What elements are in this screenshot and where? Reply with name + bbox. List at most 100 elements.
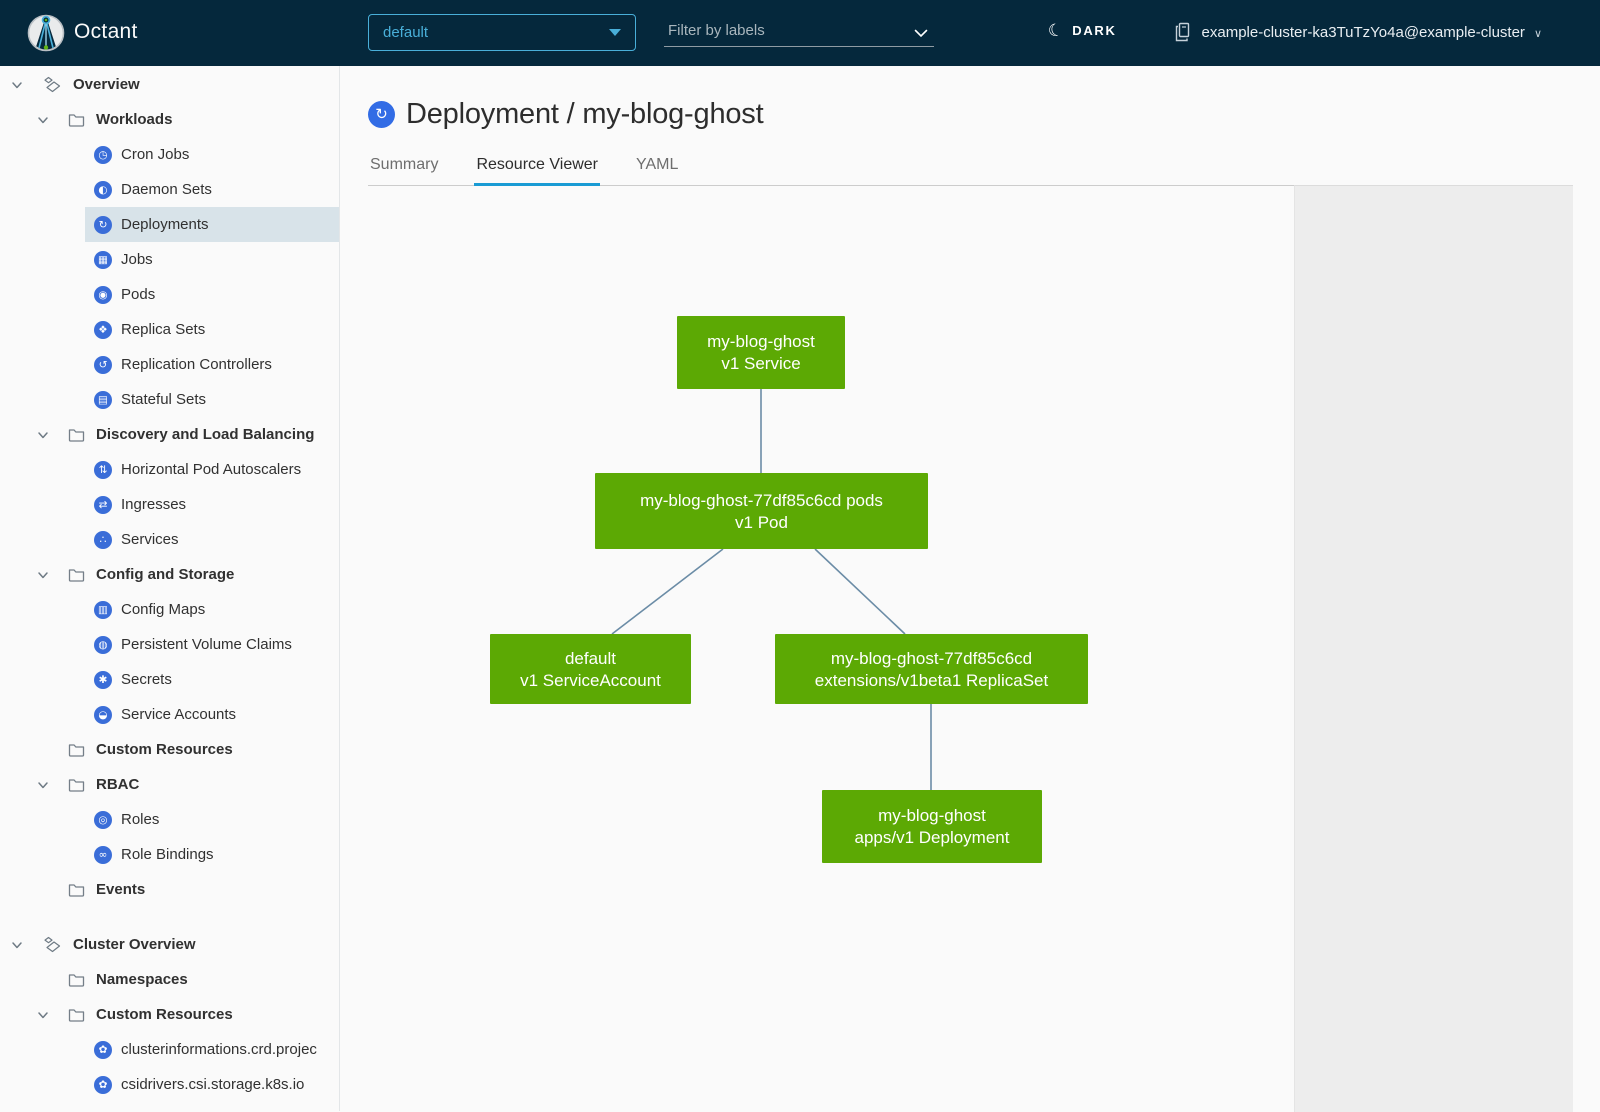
chevron-down-icon[interactable]: [36, 428, 50, 442]
sidebar-item-label: Ingresses: [121, 496, 187, 513]
cluster-context-selector[interactable]: example-cluster-ka3TuTzYo4a@example-clus…: [1175, 22, 1542, 42]
sidebar-item-ingresses[interactable]: ⇄Ingresses: [85, 487, 339, 522]
sidebar-item-horizontal-pod-autoscalers[interactable]: ⇅Horizontal Pod Autoscalers: [85, 452, 339, 487]
sidebar-item-rbac[interactable]: RBAC: [0, 767, 339, 802]
chevron-down-icon[interactable]: [36, 778, 50, 792]
sidebar-item-label: Events: [96, 881, 146, 898]
sidebar-item-events[interactable]: Events: [0, 872, 339, 907]
sidebar-item-overview[interactable]: Overview: [0, 67, 339, 102]
sidebar-item-service-accounts[interactable]: ◒ Service Accounts: [85, 697, 339, 732]
sidebar-item-label: Overview: [73, 76, 140, 93]
cron-jobs-icon: ◷: [94, 145, 112, 164]
graph-node-pod[interactable]: my-blog-ghost-77df85c6cd pods v1 Pod: [595, 473, 928, 549]
sidebar-item-persistent-volume-claims[interactable]: ◍Persistent Volume Claims: [85, 627, 339, 662]
chevron-down-icon[interactable]: [36, 568, 50, 582]
sidebar-item-config-maps[interactable]: ▥Config Maps: [85, 592, 339, 627]
roles-icon: ◎: [94, 810, 112, 829]
tab-resource-viewer[interactable]: Resource Viewer: [474, 150, 600, 186]
sidebar-item-deployments[interactable]: ↻Deployments: [85, 207, 339, 242]
sidebar-item-cron-jobs[interactable]: ◷ Cron Jobs: [85, 137, 339, 172]
sidebar-item-secrets[interactable]: ✱Secrets: [85, 662, 339, 697]
sidebar-item-label: Roles: [121, 811, 160, 828]
folder-icon: [68, 569, 85, 582]
sidebar-item-cluster-overview[interactable]: Cluster Overview: [0, 927, 339, 962]
sidebar-item-stateful-sets[interactable]: ▤Stateful Sets: [85, 382, 339, 417]
tab-summary[interactable]: Summary: [370, 156, 439, 173]
sidebar-item-discovery-and-load-balancing[interactable]: Discovery and Load Balancing: [0, 417, 339, 452]
sidebar-item-label: Horizontal Pod Autoscalers: [121, 461, 302, 478]
sidebar-item-label: Jobs: [121, 251, 153, 268]
sidebar-item-label: Stateful Sets: [121, 391, 207, 408]
app-title: Octant: [74, 20, 138, 43]
label-filter-input[interactable]: [664, 22, 914, 46]
graph-node-service[interactable]: my-blog-ghost v1 Service: [677, 316, 845, 389]
graph-node-serviceaccount[interactable]: default v1 ServiceAccount: [490, 634, 691, 704]
services-icon: ∴: [94, 530, 112, 549]
folder-icon: [68, 114, 85, 127]
sidebar-item-replication-controllers[interactable]: ↺Replication Controllers: [85, 347, 339, 382]
sidebar-item-label: Service Accounts: [121, 706, 237, 723]
cluster-icon: [1175, 22, 1189, 42]
sidebar-item-daemon-sets[interactable]: ◐ Daemon Sets: [85, 172, 339, 207]
sidebar-item-csidrivers-csi-storage-k8s-io[interactable]: ✿csidrivers.csi.storage.k8s.io: [85, 1067, 339, 1102]
node-name: default: [564, 648, 617, 668]
sidebar-item-label: RBAC: [96, 776, 140, 793]
namespace-dropdown[interactable]: default: [368, 14, 636, 51]
daemon-sets-icon: ◐: [94, 180, 112, 199]
theme-toggle-label: DARK: [1072, 23, 1117, 38]
replica-sets-icon: ❖: [94, 320, 112, 339]
sidebar-item-label: Discovery and Load Balancing: [96, 426, 315, 443]
sidebar-item-custom-resources[interactable]: Custom Resources: [0, 997, 339, 1032]
node-name: my-blog-ghost: [707, 332, 815, 351]
sidebar-item-config-and-storage[interactable]: Config and Storage: [0, 557, 339, 592]
sidebar-item-custom-resources[interactable]: Custom Resources: [0, 732, 339, 767]
applications-icon: [44, 936, 61, 953]
chevron-down-icon[interactable]: [914, 29, 928, 38]
sidebar-item-label: Replication Controllers: [121, 356, 272, 373]
sidebar-item-clusterinformations-crd-projec[interactable]: ✿clusterinformations.crd.projec: [85, 1032, 339, 1067]
sidebar-item-workloads[interactable]: Workloads: [0, 102, 339, 137]
folder-icon: [68, 429, 85, 442]
sidebar-item-services[interactable]: ∴ Services: [85, 522, 339, 557]
jobs-icon: ▦: [94, 250, 112, 269]
graph-node-replicaset[interactable]: my-blog-ghost-77df85c6cd extensions/v1be…: [775, 634, 1088, 704]
sidebar-item-label: Secrets: [121, 671, 172, 688]
sidebar-item-pods[interactable]: ◉Pods: [85, 277, 339, 312]
chevron-down-icon[interactable]: [10, 938, 24, 952]
node-kind: v1 Pod: [735, 512, 788, 532]
tab-bar: Summary Resource Viewer YAML: [368, 150, 1573, 186]
graph-node-deployment[interactable]: my-blog-ghost apps/v1 Deployment: [822, 790, 1042, 863]
node-kind: apps/v1 Deployment: [854, 828, 1010, 847]
chevron-down-icon[interactable]: [36, 113, 50, 127]
folder-icon: [68, 779, 85, 792]
caret-down-icon: [609, 29, 621, 36]
sidebar-item-label: Daemon Sets: [121, 181, 212, 198]
applications-icon: [44, 76, 61, 93]
sidebar-item-jobs[interactable]: ▦ Jobs: [85, 242, 339, 277]
sidebar-item-label: Deployments: [121, 216, 209, 233]
page-header: ↻ Deployment / my-blog-ghost: [368, 98, 764, 131]
sidebar-item-label: Pods: [121, 286, 156, 303]
sidebar-item-label: Cluster Overview: [73, 936, 196, 953]
deployment-icon: ↻: [368, 101, 395, 128]
chevron-spacer: [36, 973, 50, 987]
sidebar-item-label: clusterinformations.crd.projec: [121, 1041, 317, 1058]
sidebar-item-roles[interactable]: ◎ Roles: [85, 802, 339, 837]
service-accounts-icon: ◒: [94, 705, 112, 724]
sidebar-item-replica-sets[interactable]: ❖Replica Sets: [85, 312, 339, 347]
chevron-down-icon[interactable]: [10, 78, 24, 92]
resource-viewer-graph: my-blog-ghost v1 Service my-blog-ghost-7…: [340, 66, 1600, 1111]
custom-resource-icon: ✿: [94, 1075, 112, 1094]
sidebar-item-label: Cron Jobs: [121, 146, 190, 163]
minimap-panel: [1294, 185, 1573, 1112]
sidebar-item-namespaces[interactable]: Namespaces: [0, 962, 339, 997]
sidebar-item-role-bindings[interactable]: ∞Role Bindings: [85, 837, 339, 872]
sidebar-item-label: Services: [121, 531, 179, 548]
chevron-spacer: [36, 883, 50, 897]
tab-yaml[interactable]: YAML: [636, 156, 679, 173]
chevron-down-icon[interactable]: [36, 1008, 50, 1022]
config-maps-icon: ▥: [94, 600, 112, 619]
theme-toggle-button[interactable]: ☾ DARK: [1046, 20, 1117, 42]
sidebar-item-label: Config and Storage: [96, 566, 235, 583]
